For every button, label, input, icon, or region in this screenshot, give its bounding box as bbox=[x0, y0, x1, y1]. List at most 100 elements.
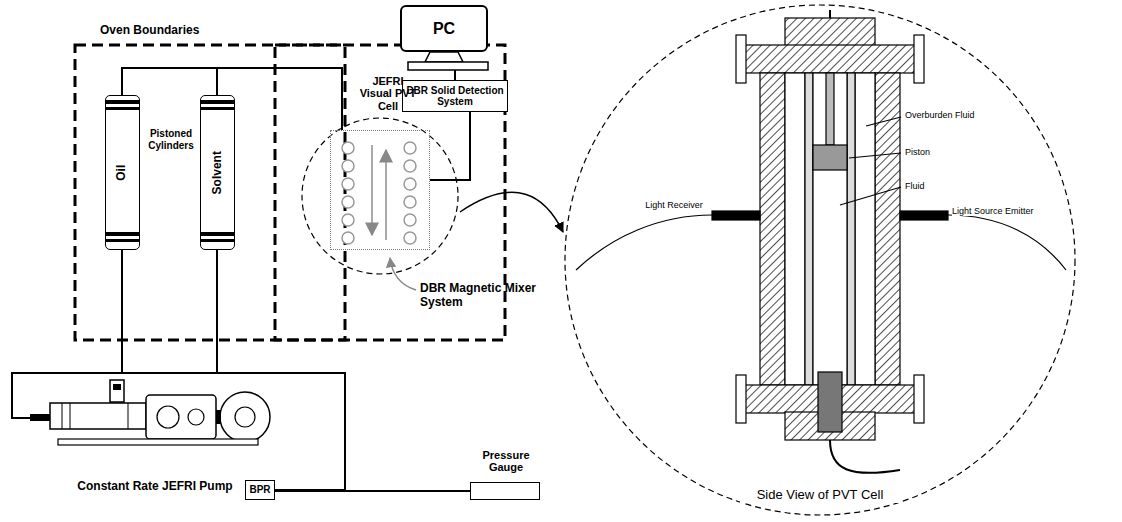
zoom-circle bbox=[565, 5, 1075, 515]
node-label: Oil bbox=[116, 164, 129, 180]
pvt-cell-section bbox=[948, 215, 1066, 270]
monitor-stand bbox=[408, 62, 488, 70]
pump-illustration bbox=[128, 403, 129, 429]
pvt-cell-section bbox=[914, 375, 924, 423]
oil-cylinder: Oil bbox=[105, 95, 140, 250]
cell-portholes bbox=[342, 160, 354, 172]
cell-portholes bbox=[404, 196, 416, 208]
part-label: Piston bbox=[905, 147, 965, 157]
oven-boundary bbox=[75, 45, 345, 340]
flow-line bbox=[122, 68, 342, 130]
pressure-gauge: Pressure Gauge bbox=[470, 482, 540, 500]
pvt-cell-section bbox=[900, 211, 948, 220]
pvt-cell-section bbox=[736, 35, 746, 83]
pump-illustration bbox=[157, 406, 179, 428]
pump-illustration bbox=[70, 403, 71, 429]
pvt-cell-section bbox=[830, 440, 900, 473]
pump-illustration bbox=[62, 403, 63, 429]
cylinder-bands bbox=[201, 100, 234, 104]
node-label: DBR Solid Detection System bbox=[403, 85, 507, 107]
flow-line bbox=[12, 250, 217, 418]
pvt-cell-section bbox=[914, 35, 924, 83]
cell-portholes bbox=[404, 232, 416, 244]
flow-line bbox=[12, 373, 345, 490]
computer-monitor: PC bbox=[400, 5, 488, 52]
pvt-cell-section bbox=[818, 372, 842, 432]
pvt-cell-section bbox=[849, 153, 901, 158]
pump-illustration bbox=[113, 384, 121, 390]
cylinder-bands bbox=[201, 232, 234, 236]
cell-portholes bbox=[342, 142, 416, 244]
cylinder-bands bbox=[201, 107, 234, 110]
pump-illustration bbox=[216, 410, 221, 424]
pvt-cell-section bbox=[576, 215, 712, 270]
pump-illustration bbox=[220, 392, 270, 442]
pump-illustration bbox=[50, 403, 146, 429]
bpr-box: BPR bbox=[245, 480, 275, 500]
cell-portholes bbox=[342, 178, 354, 190]
cylinder-bands bbox=[106, 107, 139, 110]
pvt-cell-section bbox=[847, 73, 855, 385]
flow-line bbox=[12, 250, 122, 418]
part-label: Overburden Fluid bbox=[905, 110, 995, 120]
detection-box: DBR Solid Detection System bbox=[402, 80, 508, 112]
pvt-cell-section bbox=[813, 73, 847, 385]
flow-line bbox=[217, 68, 342, 130]
pvt-cell-section bbox=[875, 73, 900, 385]
cylinder-bands bbox=[106, 100, 139, 104]
mixer-label: DBR Magnetic Mixer System bbox=[420, 282, 540, 310]
pvt-cell-section bbox=[712, 211, 760, 220]
solvent-cylinder: Solvent bbox=[200, 95, 235, 250]
mixer-pointer bbox=[390, 258, 416, 290]
pvt-cell-section bbox=[840, 187, 901, 205]
pvt-cell-section bbox=[805, 73, 813, 385]
pump-illustration bbox=[30, 380, 270, 445]
pvt-cell-section bbox=[745, 45, 915, 73]
monitor-stand bbox=[425, 52, 463, 62]
node-label: Pressure Gauge bbox=[471, 449, 541, 474]
pump-illustration bbox=[110, 380, 124, 402]
cell-portholes bbox=[404, 160, 416, 172]
pump: Constant Rate JEFRI Pump bbox=[30, 378, 280, 518]
zoom-circle bbox=[460, 192, 563, 232]
cell-portholes bbox=[385, 150, 387, 240]
part-label: Light Source Emitter bbox=[952, 206, 1052, 216]
cell-portholes bbox=[404, 178, 416, 190]
pvt-cell-section bbox=[826, 73, 834, 145]
zoom-circle bbox=[302, 5, 1075, 515]
node-label: JEFRI Visual PVT Cell bbox=[356, 75, 420, 112]
node-label: BPR bbox=[249, 484, 270, 495]
signal-cable bbox=[430, 112, 470, 180]
cylinders-label: Pistoned Cylinders bbox=[143, 128, 199, 151]
part-label: Light Receiver bbox=[640, 200, 708, 210]
view-caption: Side View of PVT Cell bbox=[740, 488, 900, 503]
zoom-circle bbox=[302, 118, 458, 274]
monitor-stand bbox=[408, 52, 488, 70]
flow-line bbox=[275, 490, 470, 492]
cylinder-bands bbox=[201, 239, 234, 242]
pvt-cell-section bbox=[785, 73, 805, 385]
cell-portholes bbox=[404, 214, 416, 226]
pvt-cell: JEFRI Visual PVT Cell bbox=[330, 130, 430, 250]
cylinder-bands bbox=[106, 100, 234, 242]
node-label: Solvent bbox=[211, 151, 224, 194]
cell-portholes bbox=[404, 142, 416, 154]
pvt-cell-section bbox=[576, 10, 1066, 473]
pump-illustration bbox=[235, 407, 255, 427]
pvt-cell-section bbox=[736, 375, 746, 423]
node-label: Constant Rate JEFRI Pump bbox=[70, 480, 240, 493]
part-label: Fluid bbox=[905, 181, 965, 191]
pvt-cell-section bbox=[813, 145, 847, 170]
pump-illustration bbox=[30, 414, 52, 421]
cell-portholes bbox=[342, 196, 354, 208]
cylinder-bands bbox=[106, 239, 139, 242]
pvt-cell-section bbox=[760, 73, 785, 385]
pump-illustration bbox=[188, 409, 204, 425]
cell-portholes bbox=[371, 145, 373, 235]
cell-portholes bbox=[342, 142, 354, 154]
cell-portholes bbox=[342, 214, 354, 226]
pvt-cell-section bbox=[785, 18, 875, 46]
pump-illustration bbox=[146, 395, 216, 439]
